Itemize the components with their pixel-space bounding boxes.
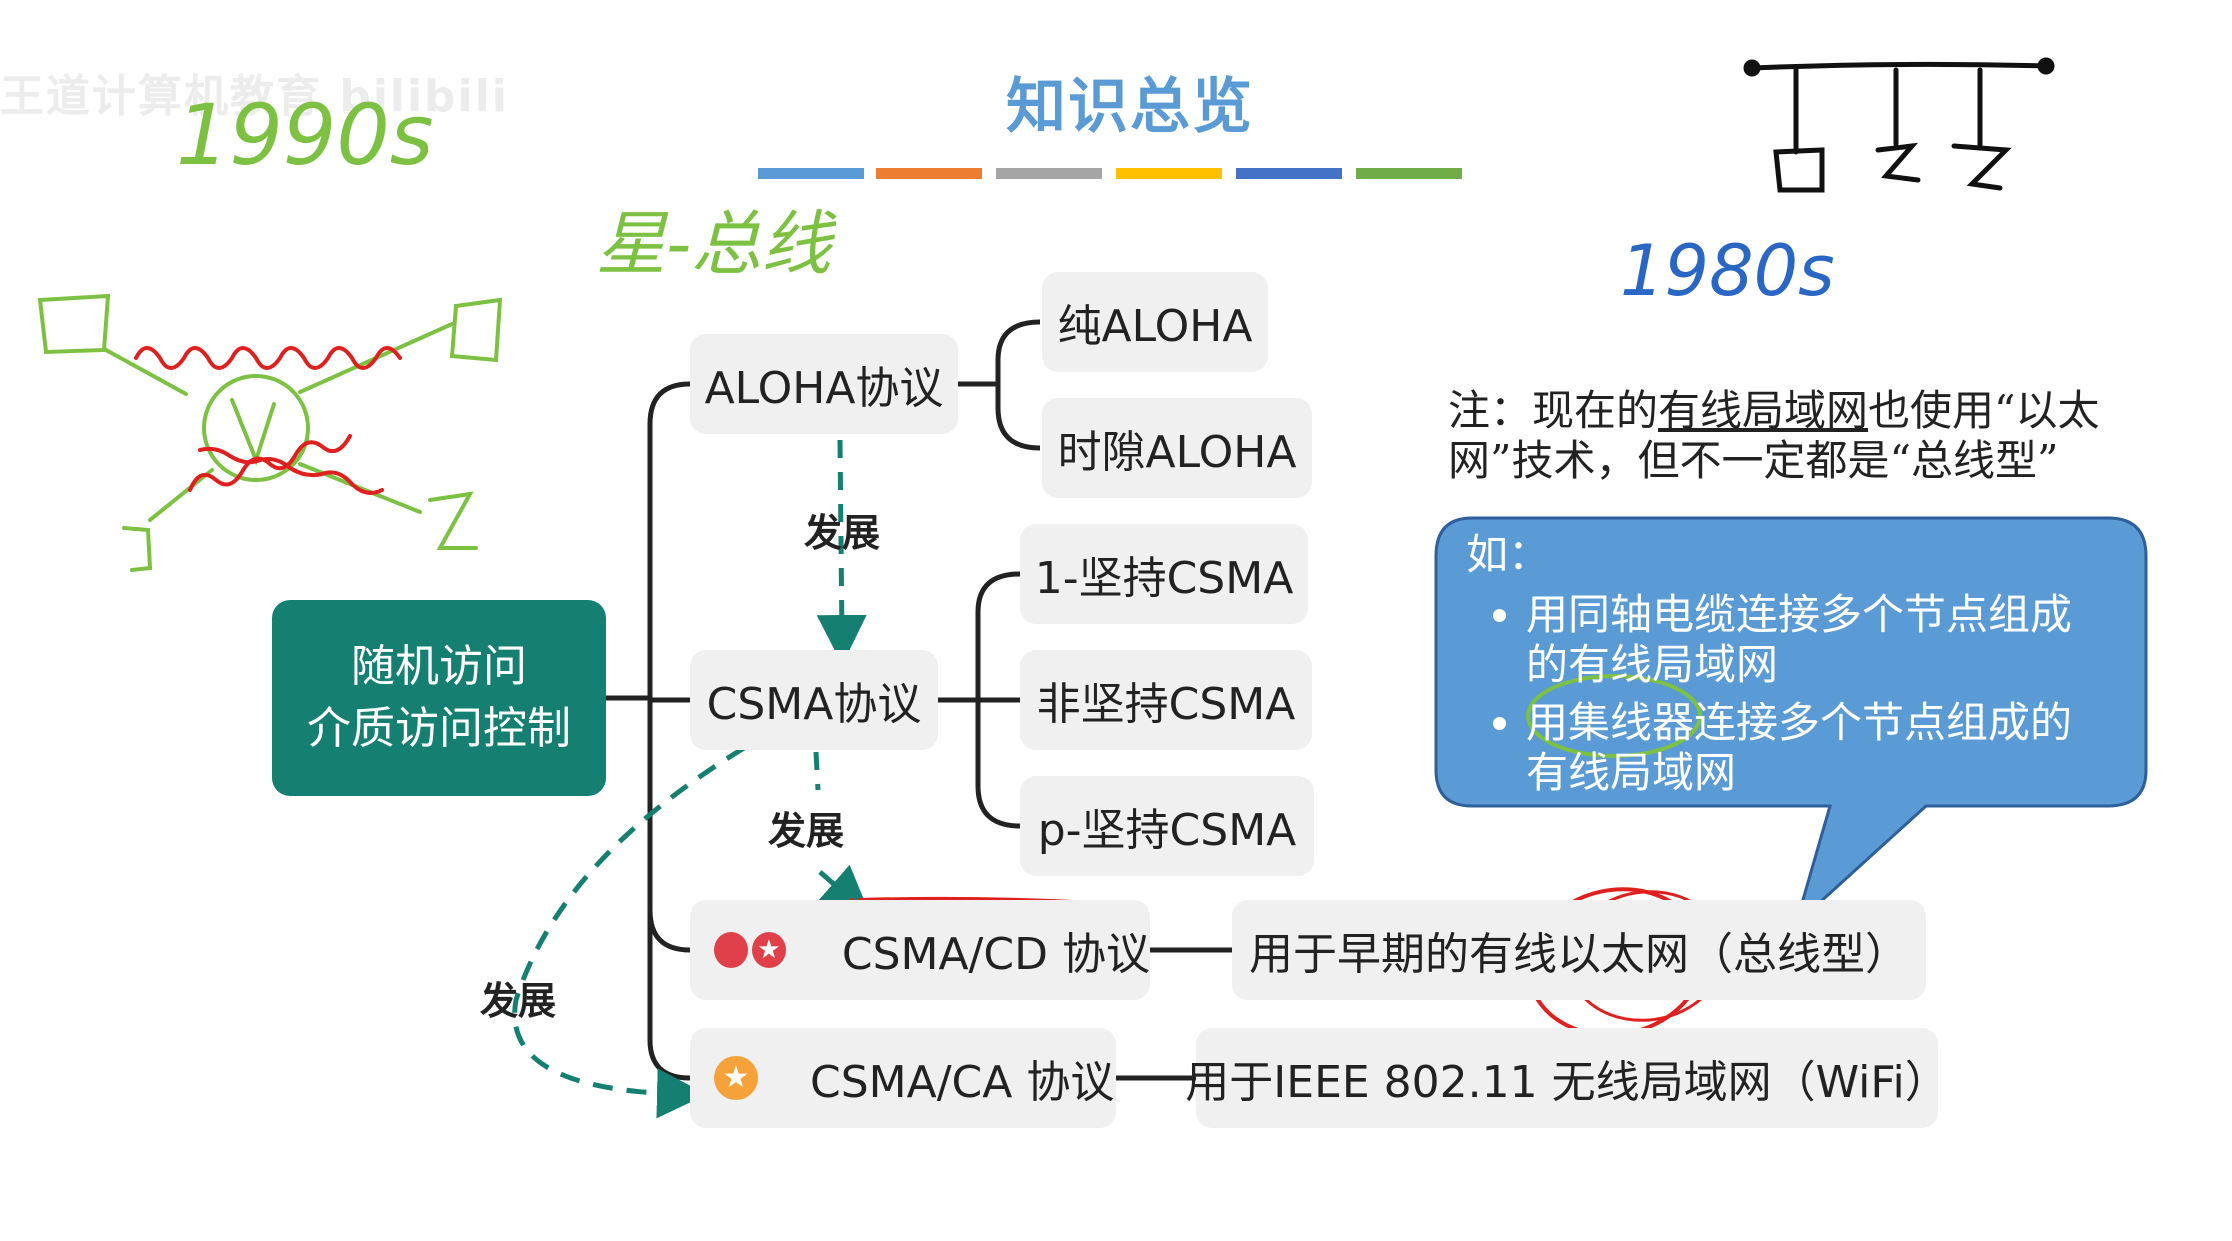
note-prefix: 注：现在的 <box>1448 386 1659 435</box>
color-strip-1 <box>758 168 864 179</box>
root-line-2: 介质访问控制 <box>307 703 571 754</box>
develop-arrow-3 <box>512 745 746 1119</box>
node-csma-ca-desc-label: 用于IEEE 802.11 无线局域网（WiFi） <box>1185 1057 1949 1108</box>
node-csma-non: 非坚持CSMA <box>1020 650 1312 750</box>
trunk-line <box>647 381 691 1081</box>
edge-label-develop-2: 发展 <box>768 809 845 853</box>
node-csma-cd: ★ CSMA/CD 协议 <box>690 900 1150 1000</box>
node-csma-cd-label: CSMA/CD 协议 <box>841 929 1150 980</box>
develop-arrow-1 <box>816 439 867 665</box>
color-strip-4 <box>1116 168 1222 179</box>
node-csma-ca-desc: 用于IEEE 802.11 无线局域网（WiFi） <box>1185 1028 1949 1128</box>
speech-bubble <box>1434 516 2148 929</box>
bubble-heading: 如： <box>1466 530 1551 579</box>
bubble-list: 用同轴电缆连接多个节点组成的有线局域网 用集线器连接多个节点组成的有线局域网 <box>1466 590 2106 798</box>
color-strip-6 <box>1356 168 1462 179</box>
node-csma-p-label: p-坚持CSMA <box>1037 805 1297 856</box>
bubble-content: 如： 用同轴电缆连接多个节点组成的有线局域网 用集线器连接多个节点组成的有线局域… <box>1466 530 2106 806</box>
note-underlined: 有线局域网 <box>1658 386 1869 435</box>
bubble-item: 用集线器连接多个节点组成的有线局域网 <box>1526 698 2106 798</box>
root-node: 随机访问 介质访问控制 <box>272 600 606 796</box>
handwritten-year-right: 1980s <box>1620 230 1835 312</box>
node-csma-ca-label: CSMA/CA 协议 <box>810 1057 1115 1108</box>
root-line-1: 随机访问 <box>351 641 527 692</box>
page-title: 知识总览 <box>1006 72 1254 142</box>
handwritten-year-left: 1990s <box>176 86 434 184</box>
node-csma-label: CSMA协议 <box>706 679 922 730</box>
note-text: 注：现在的有线局域网也使用“以太网”技术，但不一定都是“总线型” <box>1448 386 2168 486</box>
node-csma-1: 1-坚持CSMA <box>1020 524 1308 624</box>
star-sketch <box>37 293 503 572</box>
color-strip-3 <box>996 168 1102 179</box>
node-csma-ca: ★ CSMA/CA 协议 <box>690 1028 1116 1128</box>
node-csma-non-label: 非坚持CSMA <box>1036 679 1296 730</box>
node-csma-1-label: 1-坚持CSMA <box>1034 553 1294 604</box>
node-csma-cd-desc: 用于早期的有线以太网（总线型） <box>1232 900 1926 1000</box>
node-pure-aloha: 纯ALOHA <box>1042 272 1268 372</box>
node-aloha: ALOHA协议 <box>690 334 958 434</box>
star-icon: ★ <box>714 1056 758 1100</box>
node-pure-aloha-label: 纯ALOHA <box>1057 301 1253 352</box>
hub-circle <box>1526 674 1702 758</box>
node-csma-cd-desc-label: 用于早期的有线以太网（总线型） <box>1249 929 1909 980</box>
note-rest: 也使用“以太网”技术，但不一定都是“总线型” <box>1448 386 2100 485</box>
handwritten-star-bus: 星-总线 <box>596 203 832 285</box>
star-icon: ★ <box>751 932 786 968</box>
develop-arrow-2 <box>813 751 852 900</box>
node-slotted-aloha-label: 时隙ALOHA <box>1057 427 1297 478</box>
color-strip-5 <box>1236 168 1342 179</box>
bus-sketch <box>1743 57 2055 193</box>
edge-label-develop-3: 发展 <box>480 979 557 1023</box>
node-csma-p: p-坚持CSMA <box>1020 776 1314 876</box>
color-strip-2 <box>876 168 982 179</box>
flag-star-icon <box>714 932 748 968</box>
star-collision-sketch <box>134 346 402 495</box>
node-aloha-label: ALOHA协议 <box>704 363 944 414</box>
edge-label-develop-1: 发展 <box>804 511 881 555</box>
node-csma: CSMA协议 <box>690 650 938 750</box>
bubble-item: 用同轴电缆连接多个节点组成的有线局域网 <box>1526 590 2106 690</box>
node-slotted-aloha: 时隙ALOHA <box>1042 398 1312 498</box>
watermark: 王道计算机教育 bilibili <box>0 71 509 122</box>
